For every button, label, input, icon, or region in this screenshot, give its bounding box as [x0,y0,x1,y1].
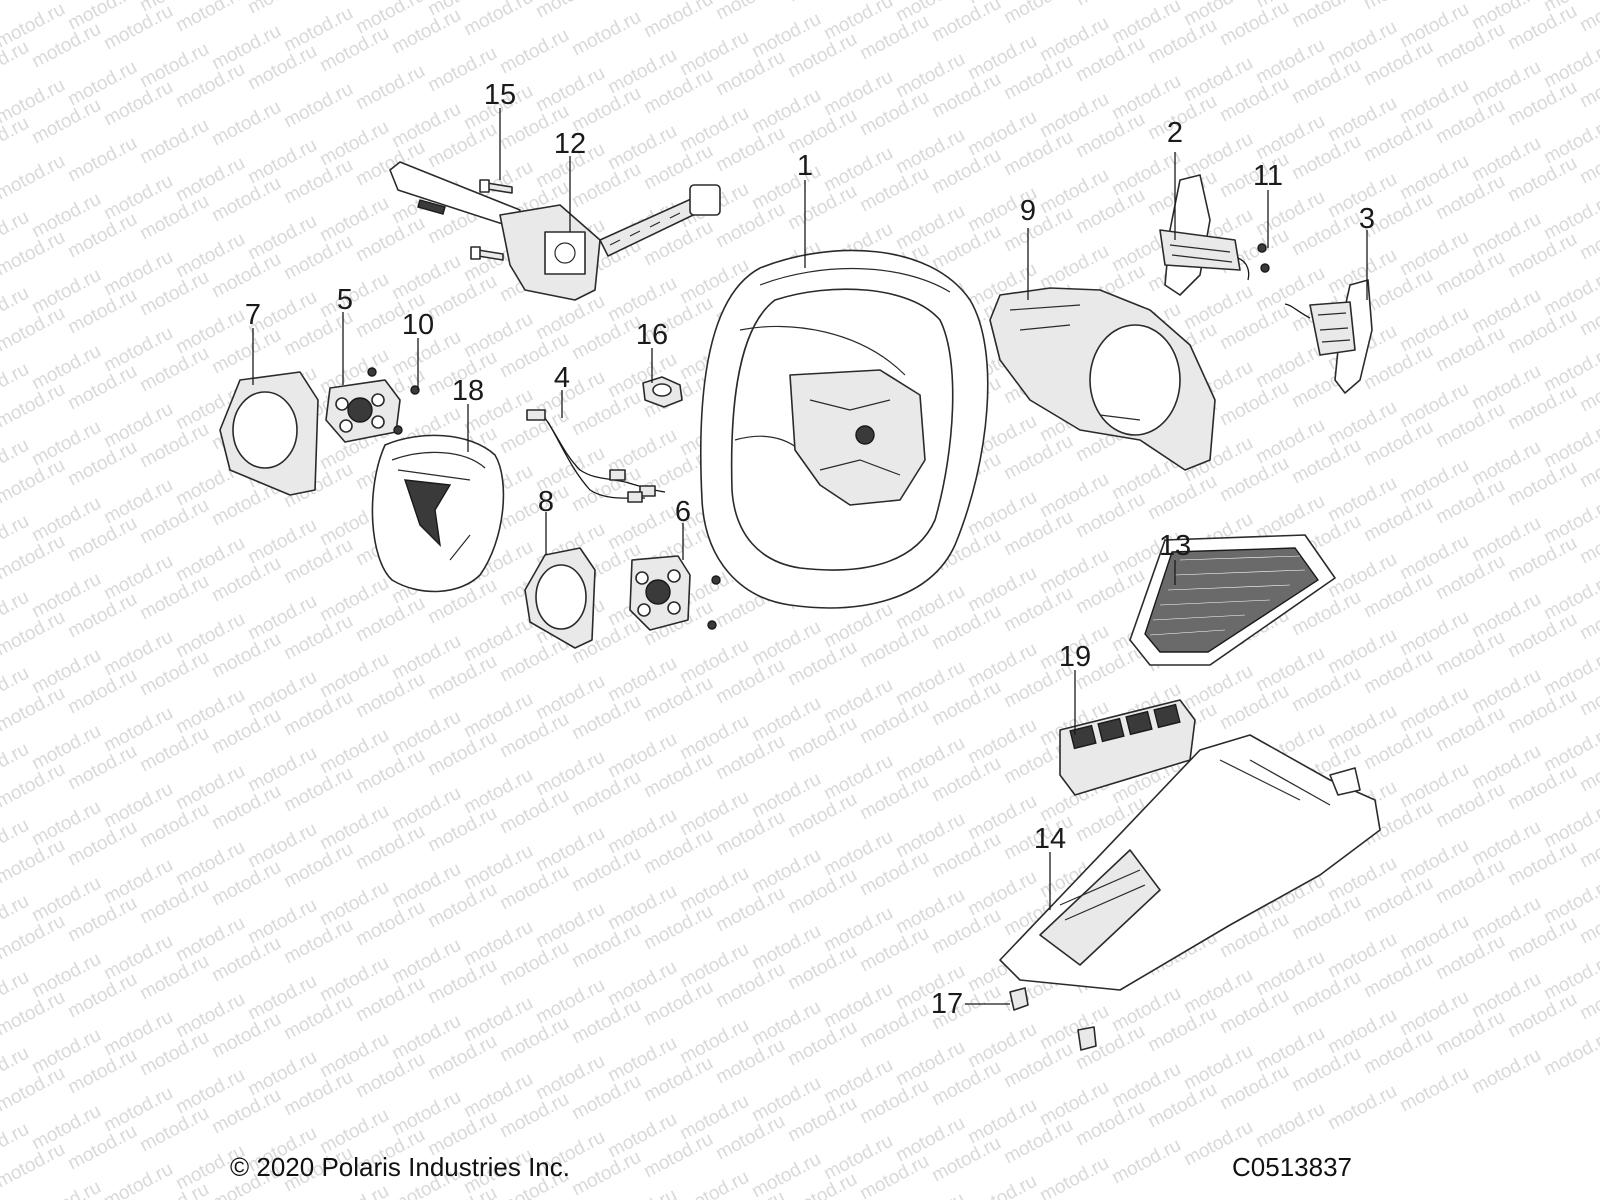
watermark-text: motod.ru [892,1189,968,1200]
watermark-text: motod.ru [568,7,644,61]
callout-2: 2 [1167,117,1183,149]
part-screws-15 [470,179,513,261]
part-clips [1009,987,1097,1051]
watermark-text: motod.ru [1036,1153,1112,1200]
watermark-text: motod.ru [0,151,69,205]
watermark-text: motod.ru [316,1181,392,1200]
watermark-text: motod.ru [640,0,716,42]
callout-4: 4 [554,362,570,394]
watermark-text: motod.ru [676,1167,752,1200]
watermark-text: motod.ru [172,0,248,36]
copyright-notice: © 2020 Polaris Industries Inc. [230,1152,570,1182]
part-switch-left [325,379,401,443]
part-screws-11 [1257,243,1270,273]
part-combination-switch [389,161,721,301]
callout-16: 16 [636,319,668,351]
callout-labels: 1 2 3 4 5 6 7 8 9 10 11 12 13 14 15 16 1… [245,79,1375,1020]
watermark-text: motod.ru [352,61,428,115]
watermark-text: motod.ru [244,0,320,18]
watermark-text: motod.ru [1468,1045,1544,1099]
watermark-text: motod.ru [1108,1135,1184,1189]
callout-9: 9 [1020,195,1036,227]
part-switch-bezel-right [524,547,596,649]
callout-15: 15 [484,79,516,111]
callout-1: 1 [797,150,813,182]
callout-18: 18 [452,375,484,407]
watermark-text: motod.ru [1252,1099,1328,1153]
callout-12: 12 [554,128,586,160]
callout-17: 17 [931,988,963,1020]
watermark-text: motod.ru [1288,0,1364,32]
callout-7: 7 [245,299,261,331]
callout-13: 13 [1159,530,1191,562]
watermark-text: motod.ru [604,1185,680,1200]
callout-10: 10 [402,309,434,341]
part-paddle-left [1159,174,1250,296]
watermark-text: motod.ru [100,1159,176,1200]
watermark-text: motod.ru [1324,1081,1400,1135]
part-steering-wheel [699,249,989,609]
part-wire-harness [526,409,666,503]
watermark-text: motod.ru [496,25,572,79]
drawing-code: C0513837 [1232,1152,1352,1182]
part-center-console [999,734,1381,991]
part-switch-bank [1059,699,1196,796]
watermark-text: motod.ru [1540,1027,1600,1081]
watermark-text: motod.ru [1360,0,1436,14]
part-switch-bezel-left [219,371,319,496]
watermark-text: motod.ru [532,0,608,22]
leader-lines [252,108,1368,1005]
watermark-text: motod.ru [1396,1063,1472,1117]
callout-6: 6 [675,496,691,528]
part-screws-10 [367,367,420,435]
part-nut [642,376,683,408]
part-switch-right [629,555,721,631]
watermark-text: motod.ru [784,0,860,6]
watermark-text: motod.ru [604,0,680,4]
watermark-text: motod.ru [28,1177,104,1200]
watermark-text: motod.ru [928,0,1004,46]
watermark-text: motod.ru [208,97,284,151]
callout-5: 5 [337,284,353,316]
watermark-text: motod.ru [280,79,356,133]
callout-3: 3 [1359,203,1375,235]
part-wheel-rear-cover [989,287,1216,471]
callout-8: 8 [538,486,554,518]
watermark-text: motod.ru [712,0,788,24]
part-grille-panel [1129,534,1336,666]
callout-19: 19 [1059,641,1091,673]
watermark-text: motod.ru [1072,0,1148,10]
watermark-text: motod.ru [460,0,536,40]
callout-14: 14 [1034,823,1066,855]
watermark-text: motod.ru [64,133,140,187]
watermark-text: motod.ru [1000,0,1076,28]
watermark-text: motod.ru [136,115,212,169]
part-paddle-right [1284,279,1373,394]
part-airbag-module [371,434,505,593]
watermark-text: motod.ru [1576,0,1600,36]
callout-11: 11 [1253,160,1283,192]
watermark-text: motod.ru [964,1171,1040,1200]
